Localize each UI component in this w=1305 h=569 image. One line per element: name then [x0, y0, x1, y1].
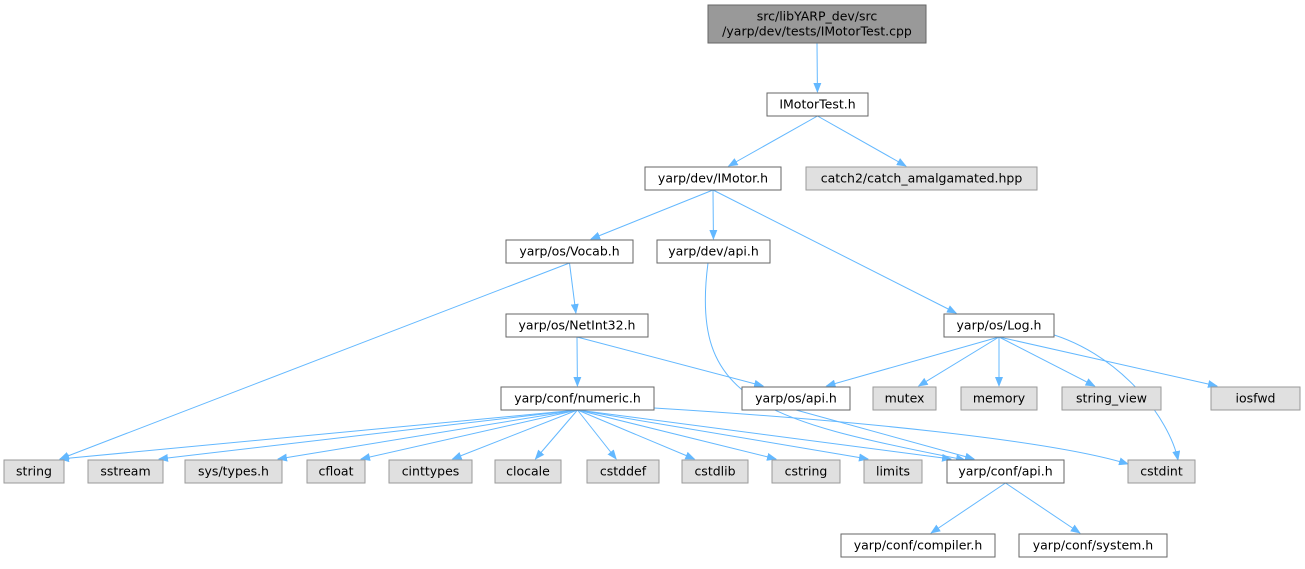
- node-label: yarp/os/Vocab.h: [519, 244, 619, 259]
- node-memory: memory: [961, 387, 1037, 410]
- edge-log-h-to-string-view: [999, 337, 1095, 386]
- edge-numeric-h-to-clocale: [535, 410, 577, 459]
- node-cinttypes: cinttypes: [389, 460, 472, 483]
- node-sys-types-h: sys/types.h: [185, 460, 282, 483]
- node-clocale: clocale: [495, 460, 561, 483]
- node-numeric-h[interactable]: yarp/conf/numeric.h: [501, 387, 654, 410]
- node-cstdlib: cstdlib: [682, 460, 748, 483]
- node-label: yarp/os/NetInt32.h: [519, 318, 636, 333]
- node-imotortest-h[interactable]: IMotorTest.h: [767, 93, 868, 116]
- node-limits: limits: [864, 460, 922, 483]
- node-root[interactable]: src/libYARP_dev/src/yarp/dev/tests/IMoto…: [708, 5, 926, 43]
- node-string-view: string_view: [1062, 387, 1161, 410]
- node-label: mutex: [885, 391, 925, 406]
- edge-log-h-to-mutex: [919, 337, 999, 386]
- node-sstream: sstream: [88, 460, 163, 483]
- node-label: catch2/catch_amalgamated.hpp: [821, 171, 1023, 186]
- node-label: cinttypes: [402, 464, 460, 479]
- node-label: memory: [973, 391, 1026, 406]
- node-label: clocale: [506, 464, 550, 479]
- node-dev-api-h[interactable]: yarp/dev/api.h: [657, 240, 770, 263]
- edge-vocab-h-to-netint32-h: [570, 263, 576, 313]
- node-label: yarp/conf/api.h: [958, 464, 1052, 479]
- edge-numeric-h-to-cstddef: [578, 410, 617, 459]
- node-label: limits: [876, 464, 910, 479]
- edge-numeric-h-to-cfloat: [361, 410, 578, 459]
- node-label: yarp/conf/system.h: [1033, 538, 1153, 553]
- node-mutex: mutex: [873, 387, 936, 410]
- node-label: cstddef: [600, 464, 647, 479]
- node-label: string: [16, 464, 52, 479]
- node-label: cstdlib: [694, 464, 735, 479]
- edge-log-h-to-os-api-h: [826, 337, 999, 386]
- node-label: yarp/conf/numeric.h: [514, 391, 641, 406]
- node-label: yarp/dev/IMotor.h: [658, 171, 768, 186]
- node-cfloat: cfloat: [307, 460, 365, 483]
- node-conf-api-h[interactable]: yarp/conf/api.h: [947, 460, 1064, 483]
- edge-imotortest-h-to-catch2: [818, 116, 906, 166]
- node-label: /yarp/dev/tests/IMotorTest.cpp: [722, 24, 912, 39]
- node-label: iosfwd: [1236, 391, 1276, 406]
- edge-numeric-h-to-string: [60, 410, 578, 459]
- node-vocab-h[interactable]: yarp/os/Vocab.h: [506, 240, 633, 263]
- node-system-h[interactable]: yarp/conf/system.h: [1019, 534, 1167, 557]
- node-label: src/libYARP_dev/src: [757, 9, 878, 24]
- node-label: yarp/os/Log.h: [957, 318, 1042, 333]
- node-cstddef: cstddef: [587, 460, 659, 483]
- edge-log-h-to-iosfwd: [999, 337, 1217, 386]
- node-log-h[interactable]: yarp/os/Log.h: [944, 314, 1054, 337]
- node-cstring: cstring: [772, 460, 840, 483]
- node-label: string_view: [1076, 391, 1147, 406]
- edge-netint32-h-to-os-api-h: [577, 337, 763, 386]
- node-label: yarp/conf/compiler.h: [854, 538, 983, 553]
- node-label: cfloat: [319, 464, 354, 479]
- node-label: IMotorTest.h: [779, 97, 855, 112]
- node-compiler-h[interactable]: yarp/conf/compiler.h: [841, 534, 995, 557]
- node-layer: src/libYARP_dev/src/yarp/dev/tests/IMoto…: [4, 5, 1300, 557]
- node-label: yarp/os/api.h: [755, 391, 837, 406]
- node-netint32-h[interactable]: yarp/os/NetInt32.h: [506, 314, 648, 337]
- node-label: yarp/dev/api.h: [668, 244, 759, 259]
- node-label: cstdint: [1140, 464, 1183, 479]
- edge-conf-api-h-to-compiler-h: [931, 483, 1005, 533]
- edge-conf-api-h-to-system-h: [1006, 483, 1080, 533]
- node-label: sstream: [100, 464, 150, 479]
- node-cstdint: cstdint: [1128, 460, 1195, 483]
- node-label: sys/types.h: [198, 464, 269, 479]
- edge-imotor-h-to-vocab-h: [591, 190, 713, 239]
- node-label: cstring: [785, 464, 828, 479]
- node-catch2: catch2/catch_amalgamated.hpp: [806, 167, 1037, 190]
- node-os-api-h[interactable]: yarp/os/api.h: [742, 387, 850, 410]
- edge-numeric-h-to-conf-api-h: [578, 410, 952, 459]
- node-iosfwd: iosfwd: [1211, 387, 1300, 410]
- node-imotor-h[interactable]: yarp/dev/IMotor.h: [645, 167, 781, 190]
- node-string: string: [4, 460, 64, 483]
- edge-imotortest-h-to-imotor-h: [729, 116, 818, 166]
